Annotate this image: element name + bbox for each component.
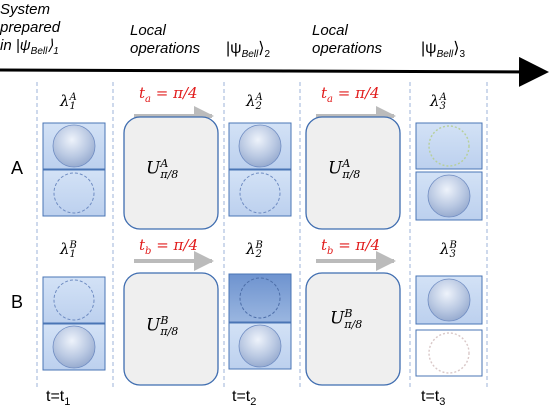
header-line: prepared — [0, 19, 61, 36]
occupied-circle — [52, 124, 96, 168]
faded-circle — [428, 125, 470, 167]
occupied-circle — [427, 174, 471, 218]
header-line: System — [0, 1, 51, 18]
state-cell-a1-bottom — [42, 169, 106, 217]
operator-box-a2 — [305, 116, 401, 230]
occupied-circle — [238, 324, 282, 368]
header-line: Local — [312, 22, 348, 39]
row-label-b: B — [11, 292, 24, 312]
operator-box-a1 — [123, 116, 219, 230]
empty-circle — [239, 277, 281, 319]
header-system-prepared: System prepared in |ψBell⟩1 — [0, 1, 60, 61]
time-label-t2: t=t2 — [232, 388, 257, 409]
state-cell-a2-top — [228, 122, 292, 170]
rate-label-a2: ta = π/4 — [321, 84, 380, 105]
occupied-circle — [52, 325, 96, 369]
state-cell-b2-top — [228, 273, 292, 323]
state-cell-a1-top — [42, 122, 106, 170]
time-label-t3: t=t3 — [421, 388, 446, 409]
empty-circle — [53, 172, 95, 214]
state-cell-a3-bottom — [415, 171, 483, 221]
header-bell-state-3: |ψBell⟩3 — [421, 40, 466, 61]
empty-circle — [53, 279, 95, 321]
state-cell-b3-top — [415, 275, 483, 325]
empty-circle — [239, 172, 281, 214]
rate-label-a1: ta = π/4 — [139, 84, 198, 105]
occupied-circle — [427, 278, 471, 322]
state-cell-b3-bottom — [415, 329, 483, 377]
state-cell-b1-bottom — [42, 323, 106, 371]
state-cell-a3-top — [415, 122, 483, 170]
operator-box-b1 — [123, 272, 219, 386]
header-bell-state-2: |ψBell⟩2 — [226, 40, 271, 61]
state-cell-b1-top — [42, 276, 106, 324]
time-axis-arrow — [0, 56, 549, 87]
state-cell-a2-bottom — [228, 169, 292, 217]
faded-circle — [428, 332, 470, 374]
header-local-operations-1: Local operations — [130, 22, 200, 58]
rate-label-b1: tb = π/4 — [139, 236, 198, 257]
header-line: Local — [130, 22, 166, 39]
column-guides — [36, 82, 488, 387]
row-label-a: A — [11, 158, 24, 178]
occupied-circle — [238, 124, 282, 168]
header-line: operations — [312, 40, 383, 57]
state-cell-b2-bottom — [228, 322, 292, 370]
rate-label-b2: tb = π/4 — [321, 236, 380, 257]
header-line: operations — [130, 40, 201, 57]
time-label-t1: t=t1 — [46, 388, 71, 409]
operator-box-b2 — [305, 272, 401, 386]
header-local-operations-2: Local operations — [312, 22, 382, 58]
header-line: in |ψBell⟩1 — [0, 37, 59, 57]
